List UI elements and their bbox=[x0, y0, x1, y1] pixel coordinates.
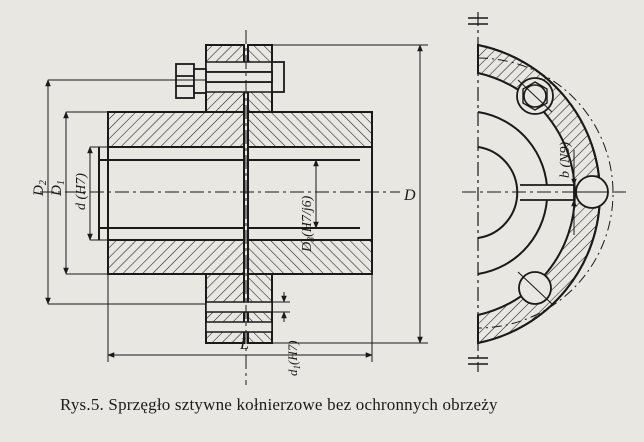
label-d-H7: d (H7) bbox=[74, 173, 89, 210]
label-D1: D1 bbox=[49, 180, 67, 197]
figure-caption: Rys.5. Sprzęgło sztywne kołnierzowe bez … bbox=[60, 395, 498, 414]
dimensions bbox=[45, 44, 428, 362]
label-L: L bbox=[239, 336, 249, 353]
label-D2: D2 bbox=[31, 180, 49, 197]
label-D3: D3(H7/j6) bbox=[300, 195, 317, 253]
bolt-assembly bbox=[175, 61, 285, 99]
side-view bbox=[462, 12, 630, 372]
label-D: D bbox=[403, 187, 416, 204]
bore-outline bbox=[98, 112, 373, 274]
label-b-N9: b (N9) bbox=[558, 142, 573, 179]
label-d1: d1(H7) bbox=[285, 340, 302, 376]
